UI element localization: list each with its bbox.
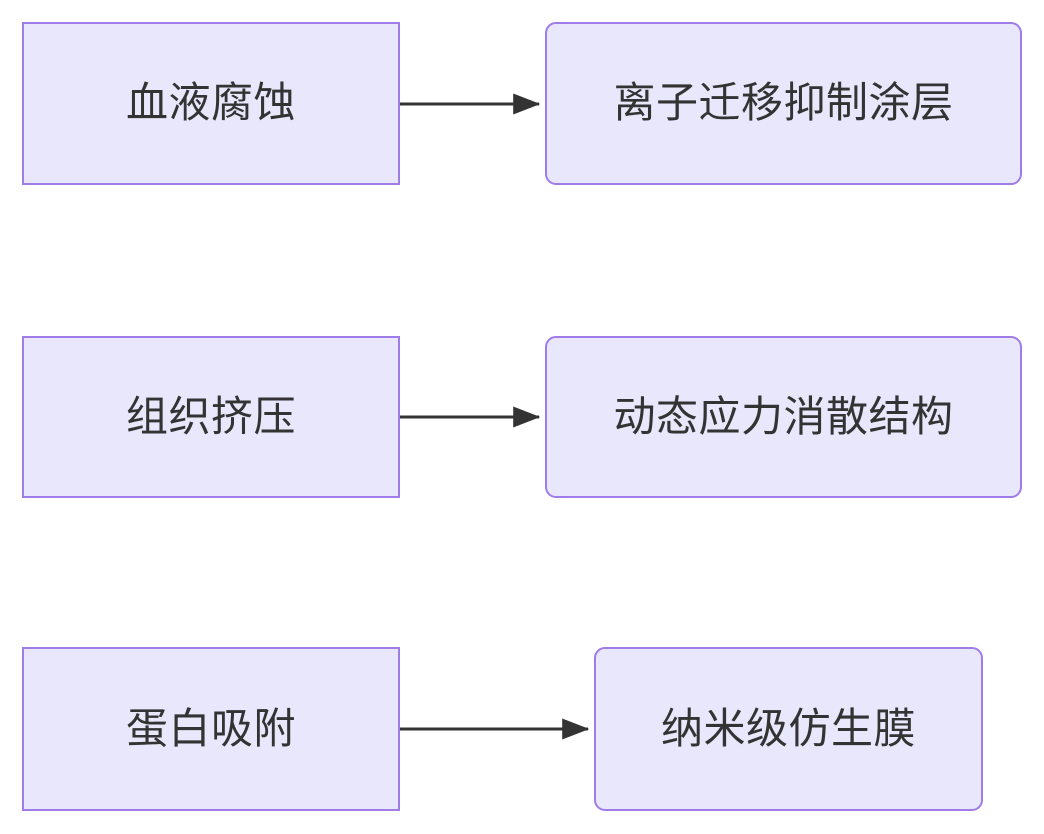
node-target-ion-migration-coating[interactable]: 离子迁移抑制涂层	[545, 22, 1022, 185]
node-label: 组织挤压	[125, 392, 296, 440]
node-source-blood-corrosion[interactable]: 血液腐蚀	[22, 22, 400, 185]
node-label: 离子迁移抑制涂层	[613, 79, 954, 127]
node-source-tissue-compression[interactable]: 组织挤压	[22, 336, 400, 498]
node-target-dynamic-stress-dissipation[interactable]: 动态应力消散结构	[545, 336, 1022, 498]
node-label: 血液腐蚀	[125, 79, 296, 127]
node-source-protein-adsorption[interactable]: 蛋白吸附	[22, 647, 400, 811]
node-label: 蛋白吸附	[125, 704, 296, 752]
node-target-nanoscale-biomimetic-membrane[interactable]: 纳米级仿生膜	[594, 647, 983, 811]
node-label: 动态应力消散结构	[613, 392, 954, 440]
node-label: 纳米级仿生膜	[660, 704, 916, 752]
